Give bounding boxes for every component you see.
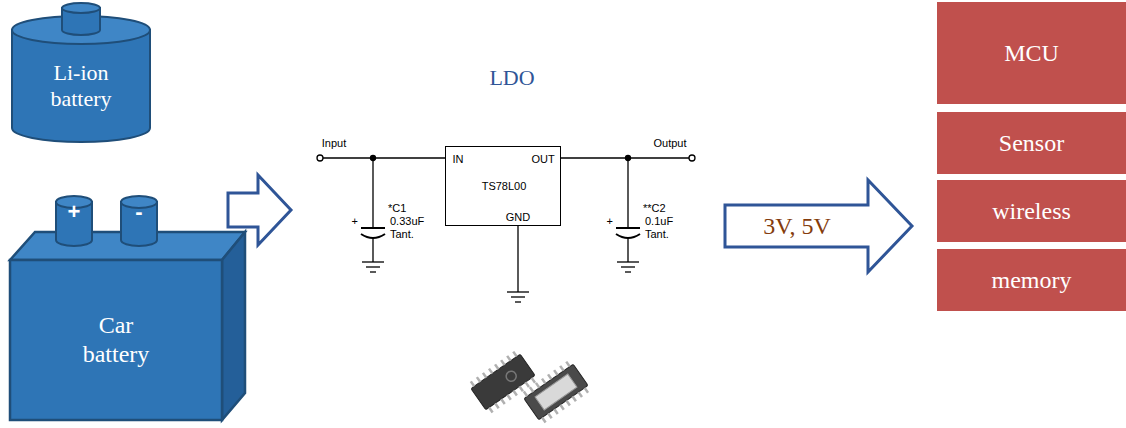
ic-pin [483,373,486,378]
load-box: Sensor [937,112,1126,174]
ic-pin [542,418,545,423]
ic-pin [560,366,563,371]
ground-symbol [515,301,521,302]
battery-cylinder: Li-ion battery [10,0,152,146]
ic-pin [519,386,522,391]
ic-pin [554,409,557,414]
ic-pin [507,356,510,361]
ic-pin [495,403,498,408]
node-label: Car battery [66,311,166,369]
node-label: Sensor [999,129,1064,158]
ground-symbol [366,266,380,267]
ic-pin [495,364,498,369]
input-terminal [317,155,323,161]
part-value: 0.33uF [390,216,424,227]
c1-curved-plate [361,234,385,238]
port-name: Input [322,138,346,149]
pin-name: GND [506,212,530,223]
car-battery-outline [5,188,250,425]
ic-pin [542,379,545,384]
c2-curved-plate [616,234,640,238]
section-heading: LDO [489,67,534,89]
ic-pin [513,391,516,396]
ground-symbol [362,261,384,262]
ic-pin [513,352,516,357]
ic-package [521,359,592,425]
ic-pin [532,378,535,383]
ic-pin [526,382,529,387]
output-wire [560,157,689,158]
ic-pin [572,396,575,401]
load-box: wireless [937,180,1126,242]
ic-pin [585,388,588,393]
part-name: **C2 [643,203,666,214]
voltage-label: 3V, 5V [763,214,831,238]
ground-symbol [511,296,525,297]
output-block-arrow [725,180,912,272]
ic-pin [524,391,527,396]
ic-pin [560,405,563,410]
ic-pin [554,370,557,375]
ground-symbol [617,261,639,262]
node-label: memory [992,266,1072,295]
part-note: Tant. [645,229,669,240]
ground-symbol [621,266,635,267]
ic-pin [548,413,551,418]
ic-pin [501,360,504,365]
ic-pin [501,399,504,404]
c1-plate [361,227,385,229]
node-label: wireless [992,197,1071,226]
part-note: Tant. [390,229,414,240]
ic-pin [566,401,569,406]
port-name: Output [653,138,686,149]
ic-pin [548,374,551,379]
node-label: TS78L00 [482,180,527,193]
ground-symbol [625,271,631,272]
ic-pin [579,392,582,397]
ic-pin [489,408,492,413]
ic-pin [471,381,474,386]
c2-wire [627,238,628,262]
ic-pin [477,377,480,382]
ic-pin [507,395,510,400]
load-box: memory [937,249,1126,311]
terminal-sign: + [68,201,81,223]
c2-plate [616,227,640,229]
ground-symbol [370,271,376,272]
output-terminal [689,155,695,161]
terminal-sign: - [135,201,142,223]
c1-wire [372,158,373,228]
pin-name: IN [453,154,464,165]
gnd-wire [517,226,518,292]
polarity-sign: + [352,216,358,227]
load-box: MCU [937,2,1126,104]
ground-symbol [507,291,529,292]
node-label: MCU [1004,39,1059,68]
c2-wire [627,158,628,228]
pin-name: OUT [531,154,554,165]
ic-pin [566,362,569,367]
part-value: 0.1uF [645,216,673,227]
input-wire [323,157,446,158]
ic-pin [530,387,533,392]
ic-pin [536,383,539,388]
ic-pin [489,369,492,374]
polarity-sign: + [607,216,613,227]
c1-wire [372,238,373,262]
car-battery: Car battery [5,188,250,425]
part-name: *C1 [388,203,406,214]
node-label: Li-ion battery [30,60,132,113]
